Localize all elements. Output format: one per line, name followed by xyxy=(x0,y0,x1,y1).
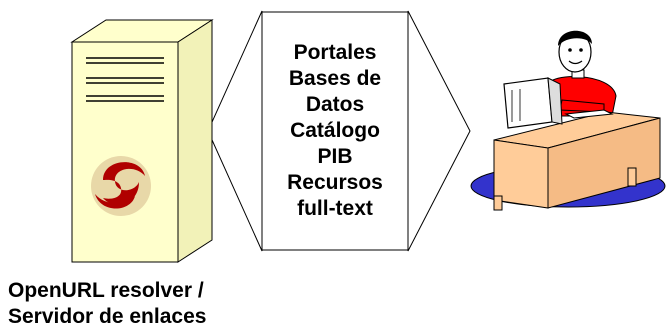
resource-item-portales: Portales xyxy=(293,41,377,64)
server-caption-line2: Servidor de enlaces xyxy=(8,305,207,328)
resource-item-pib: PIB xyxy=(317,145,353,168)
sfx-swirl-logo-icon xyxy=(91,156,151,216)
server-tower-icon xyxy=(70,19,214,263)
resource-item-fulltext: full-text xyxy=(297,197,373,220)
resources-box xyxy=(261,11,409,251)
resource-item-bases: Bases de xyxy=(288,67,382,90)
server-caption-line1: OpenURL resolver / xyxy=(8,279,204,302)
resources-list: Portales Bases de Datos Catálogo PIB Rec… xyxy=(262,12,408,250)
person-at-computer-desk-icon xyxy=(470,30,666,211)
server-caption: OpenURL resolver / Servidor de enlaces xyxy=(8,278,308,330)
resource-item-recursos: Recursos xyxy=(287,171,383,194)
resource-item-datos: Datos xyxy=(305,93,365,116)
resource-item-catalogo: Catálogo xyxy=(290,119,380,142)
